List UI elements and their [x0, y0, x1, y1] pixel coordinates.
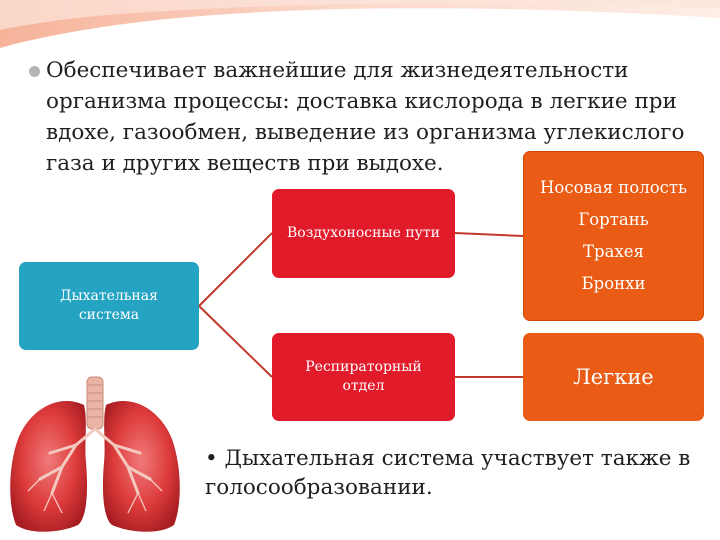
airways-item-bronchi: Бронхи [581, 274, 646, 293]
branch-box-respiratory-part: Респираторный отдел [272, 333, 455, 421]
root-box-respiratory-system: Дыхательная система [19, 262, 199, 350]
airways-item-nasal-cavity: Носовая полость [540, 178, 687, 197]
airways-items-box: Носовая полость Гортань Трахея Бронхи [523, 151, 704, 321]
lungs-box: Легкие [523, 333, 704, 421]
main-bullet-text: Обеспечивает важнейшие для жизнедеятельн… [46, 58, 685, 176]
bottom-bullet-text: • Дыхательная система участвует также в … [205, 446, 691, 500]
lungs-icon [10, 376, 180, 532]
connector-root-respiratory [198, 305, 273, 378]
connector-airways-items [454, 232, 524, 237]
airways-item-larynx: Гортань [578, 210, 649, 229]
airways-item-trachea: Трахея [583, 242, 644, 261]
connector-root-airways [198, 232, 273, 307]
branch-box-airways: Воздухоносные пути [272, 189, 455, 278]
header-decoration [0, 0, 720, 48]
bullet-icon [29, 66, 40, 77]
